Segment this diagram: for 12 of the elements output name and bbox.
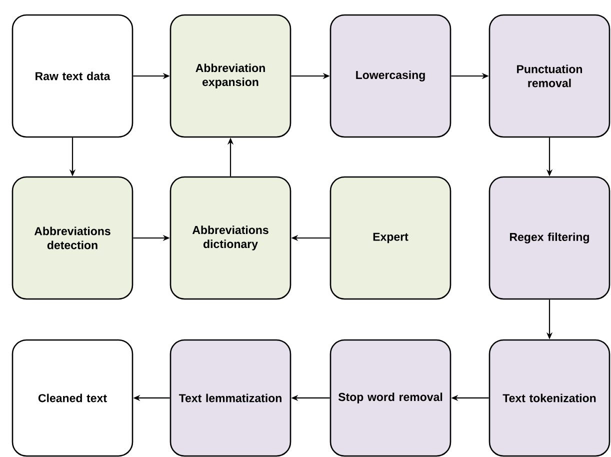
process-box: Abbreviation expansion (170, 14, 292, 138)
process-box: Punctuation removal (488, 14, 610, 138)
process-box: Abbreviations dictionary (170, 176, 292, 300)
process-box: Text lemmatization (170, 339, 292, 457)
process-box: Cleaned text (12, 339, 134, 457)
process-box: Expert (330, 176, 452, 300)
process-box: Stop word removal (330, 339, 452, 457)
process-box: Text tokenization (488, 339, 610, 457)
process-box: Abbreviations detection (12, 176, 134, 300)
process-box: Regex filtering (488, 176, 610, 300)
process-box: Lowercasing (330, 14, 452, 138)
process-box: Raw text data (12, 14, 134, 138)
